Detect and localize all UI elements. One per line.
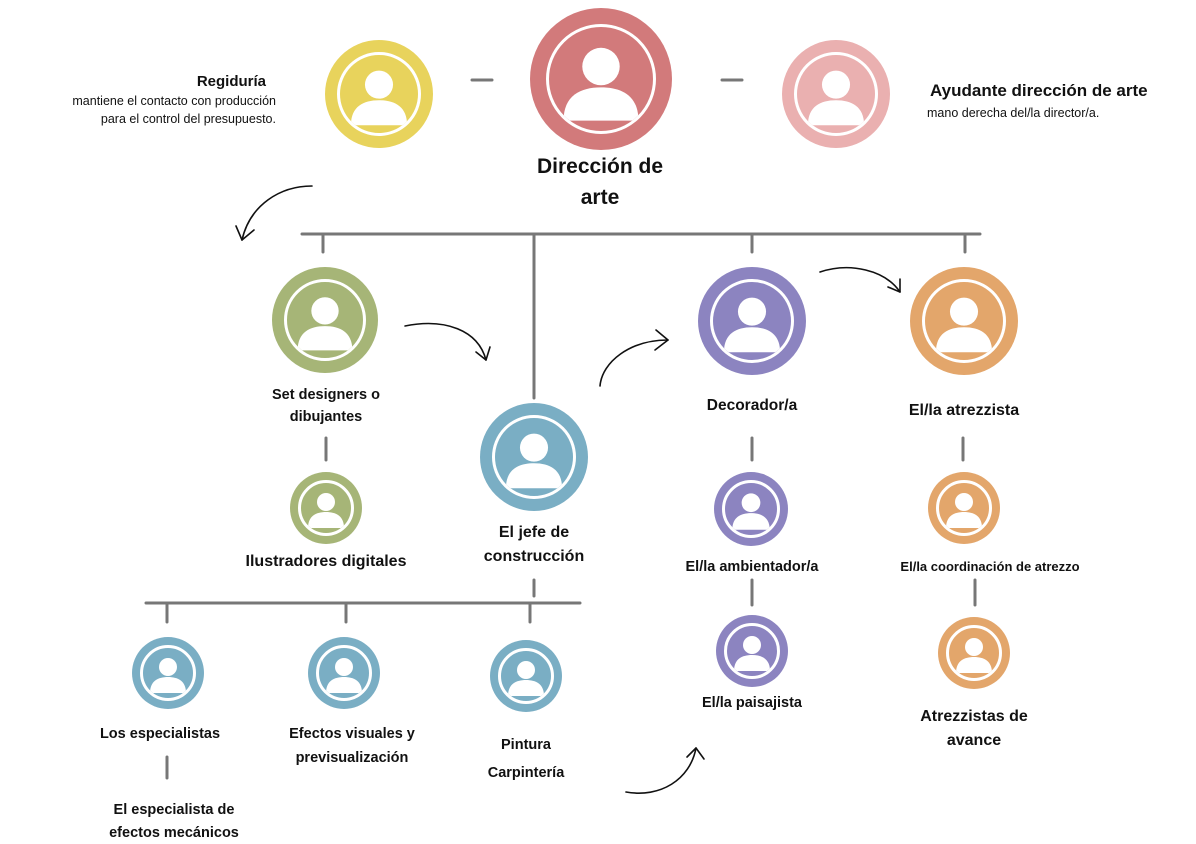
especialistas-label: Los especialistas (99, 726, 221, 742)
ambientador-label: El/la ambientador/a (685, 559, 819, 575)
assistant-avatar (782, 40, 890, 148)
especialistas-avatar (132, 637, 204, 709)
set-designers-avatar (272, 267, 378, 373)
coordinacion-label: El/la coordinación de atrezzo (900, 559, 1080, 574)
regiduria-desc-2: para el control del presupuesto. (100, 112, 276, 126)
avance-avatar (938, 617, 1010, 689)
coordinacion-avatar (928, 472, 1000, 544)
efectos-avatar (308, 637, 380, 709)
curved-arrow-set-to-jefe (404, 322, 487, 361)
regiduria-avatar (325, 40, 433, 148)
decorador-avatar (698, 267, 806, 375)
curved-arrow-to-decorador (599, 339, 669, 387)
avance-label-1: Atrezzistas de (920, 708, 1028, 725)
arrowhead-set-to-jefe (475, 346, 491, 361)
paisajista-label: El/la paisajista (702, 695, 802, 711)
set-designers-label-1: Set designers o (272, 387, 380, 403)
regiduria-title: Regiduría (196, 73, 266, 90)
ilustradores-avatar (290, 472, 362, 544)
curved-arrow-bottom (625, 747, 697, 794)
ilustradores-label: Ilustradores digitales (245, 553, 407, 570)
director-label-2: arte (580, 186, 620, 209)
efectos-label-1: Efectos visuales y (289, 726, 415, 742)
jefe-avatar (480, 403, 588, 511)
jefe-label-2: construcción (483, 548, 585, 565)
assistant-title: Ayudante dirección de arte (930, 81, 1148, 100)
regiduria-desc-1: mantiene el contacto con producción (72, 94, 276, 108)
mecanicos-label-2: efectos mecánicos (109, 825, 239, 841)
arrowhead-to-decorador (654, 329, 669, 351)
efectos-label-2: previsualización (295, 750, 409, 766)
ambientador-avatar (714, 472, 788, 546)
arrowhead-decorador-atrezzista (887, 278, 901, 293)
atrezzista-label: El/la atrezzista (908, 402, 1020, 419)
assistant-desc: mano derecha del/la director/a. (927, 106, 1100, 120)
curved-arrow-decorador-atrezzista (819, 266, 901, 293)
avance-label-2: avance (946, 732, 1002, 749)
pintura-avatar (490, 640, 562, 712)
curved-arrow-top-left (241, 185, 313, 241)
arrowhead-bottom (686, 747, 705, 760)
jefe-label-1: El jefe de (498, 524, 570, 541)
set-designers-label-2: dibujantes (289, 409, 363, 425)
paisajista-avatar (716, 615, 788, 687)
mecanicos-label-1: El especialista de (113, 802, 235, 818)
pintura-label-2: Carpintería (487, 765, 565, 781)
pintura-label-1: Pintura (501, 737, 551, 753)
decorador-label: Decorador/a (706, 397, 798, 414)
director-label-1: Dirección de (536, 155, 664, 178)
arrowhead-top-left (235, 225, 255, 241)
director-avatar (530, 8, 672, 150)
atrezzista-avatar (910, 267, 1018, 375)
